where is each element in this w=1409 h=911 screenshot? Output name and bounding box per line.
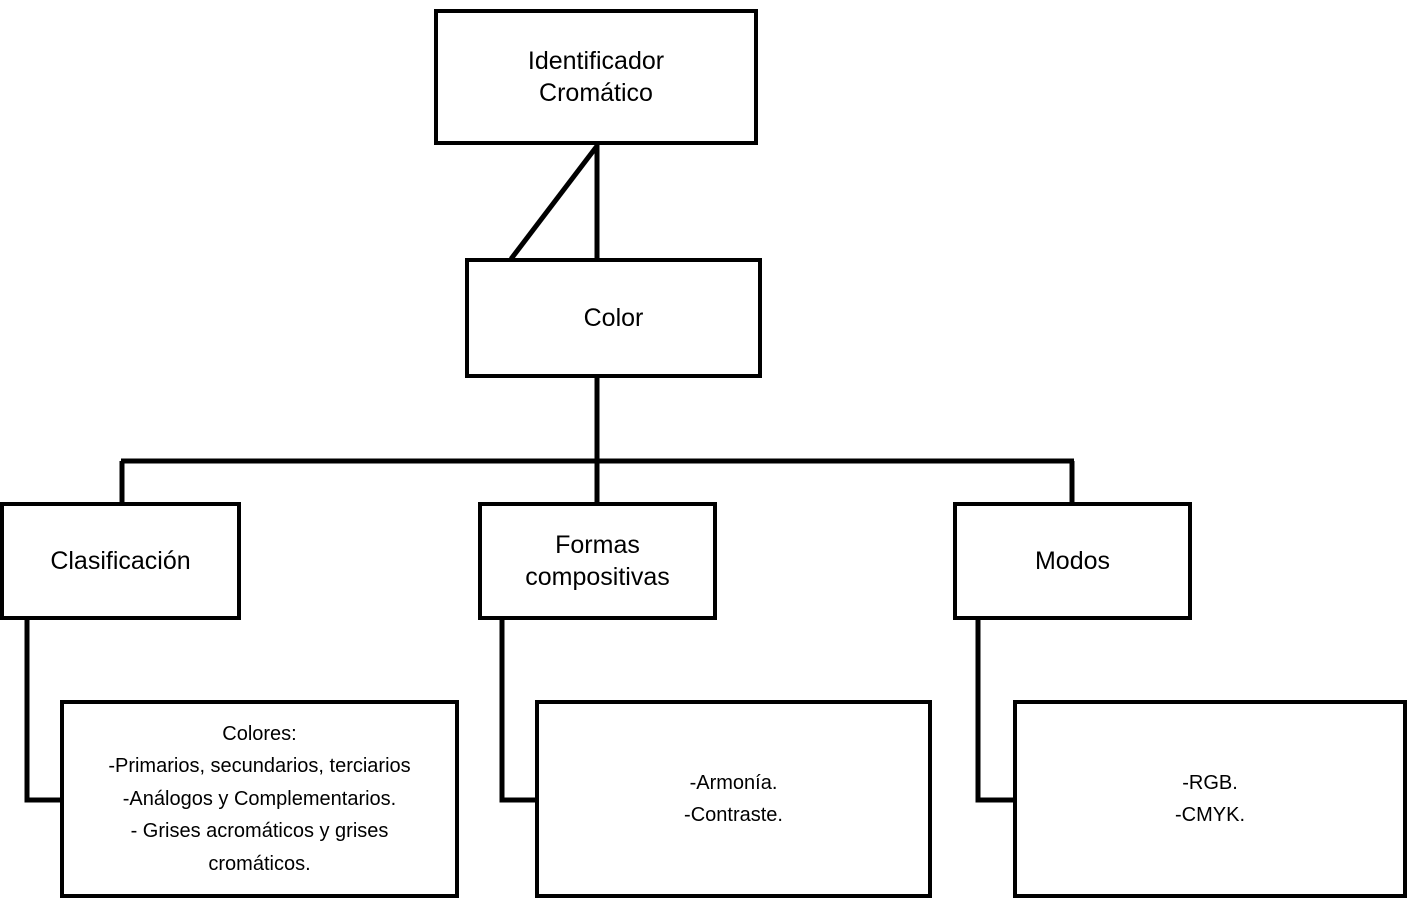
edge-clasificacion-to-colores-detail: [24, 619, 62, 803]
node-formas-compositivas-label: Formas compositivas: [525, 531, 670, 591]
node-identificador-cromatico[interactable]: Identificador Cromático: [434, 9, 758, 145]
node-identificador-cromatico-label: Identificador Cromático: [527, 47, 665, 107]
node-clasificacion[interactable]: Clasificación: [0, 502, 241, 620]
node-color[interactable]: Color: [465, 258, 762, 378]
node-modos-detail[interactable]: -RGB. -CMYK.: [1013, 700, 1407, 898]
node-clasificacion-label: Clasificación: [50, 547, 191, 575]
node-modos[interactable]: Modos: [953, 502, 1192, 620]
node-formas-detail[interactable]: -Armonía. -Contraste.: [535, 700, 932, 898]
edge-modos-to-modos-detail: [975, 619, 1015, 803]
node-formas-compositivas[interactable]: Formas compositivas: [478, 502, 717, 620]
node-modos-label: Modos: [1034, 547, 1111, 575]
node-colores-detail[interactable]: Colores: -Primarios, secundarios, tercia…: [60, 700, 459, 898]
node-colores-detail-label: Colores: -Primarios, secundarios, tercia…: [108, 723, 411, 875]
node-formas-detail-label: -Armonía. -Contraste.: [684, 771, 783, 826]
node-color-label: Color: [583, 304, 644, 332]
edge-root-to-color-diagonal: [509, 144, 599, 261]
edge-formas-to-formas-detail: [499, 619, 537, 803]
node-modos-detail-label: -RGB. -CMYK.: [1175, 771, 1245, 826]
